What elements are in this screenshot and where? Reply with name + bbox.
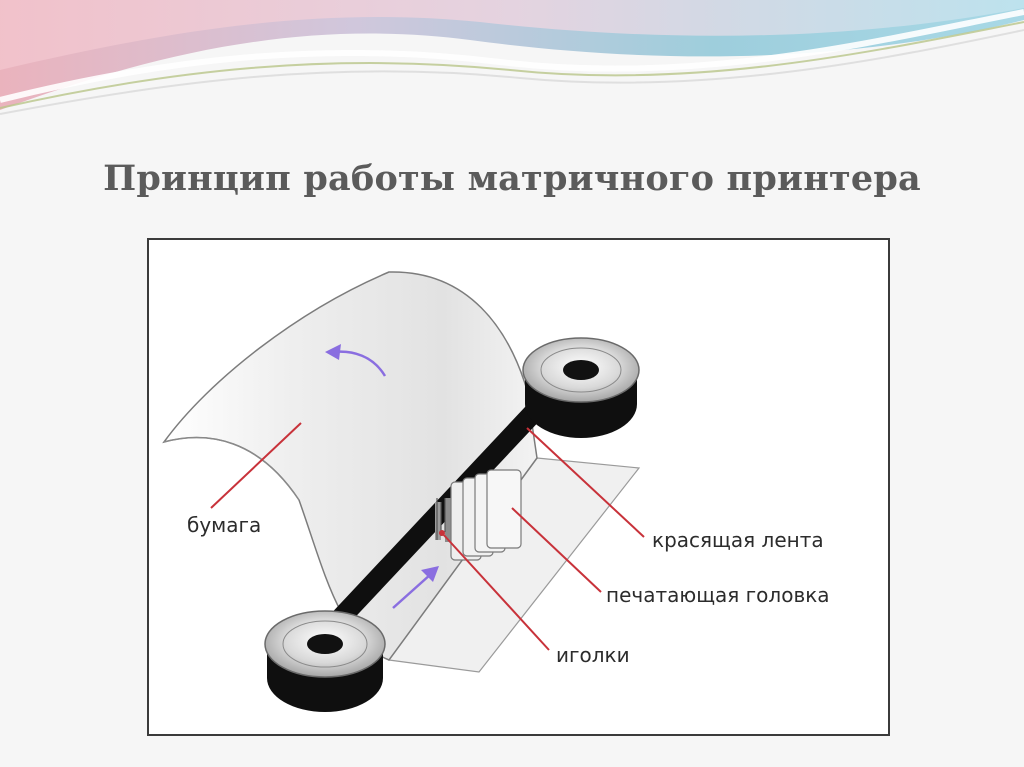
- print-head: [435, 469, 522, 561]
- printer-diagram: бумага красящая лента печатающая головка…: [162, 271, 830, 712]
- leader-line-needles: [441, 532, 550, 651]
- spool-bottom: [264, 610, 386, 712]
- slide-title: Принцип работы матричного принтера: [103, 158, 921, 199]
- ribbon-motion-arrow: [392, 566, 439, 609]
- label-ink-ribbon: красящая лента: [652, 528, 824, 552]
- leader-line-print-head: [511, 507, 602, 593]
- paper-motion-arrow: [325, 344, 387, 377]
- label-needles: иголки: [556, 643, 630, 667]
- printer-diagram-frame: бумага красящая лента печатающая головка…: [147, 238, 890, 736]
- wave-decoration: [0, 0, 1024, 115]
- ink-ribbon: [325, 390, 561, 628]
- label-paper: бумага: [187, 513, 261, 537]
- leader-line-ribbon: [526, 427, 645, 538]
- spool-top: [522, 337, 640, 438]
- label-print-head: печатающая головка: [606, 583, 830, 607]
- leader-line-paper: [210, 422, 302, 509]
